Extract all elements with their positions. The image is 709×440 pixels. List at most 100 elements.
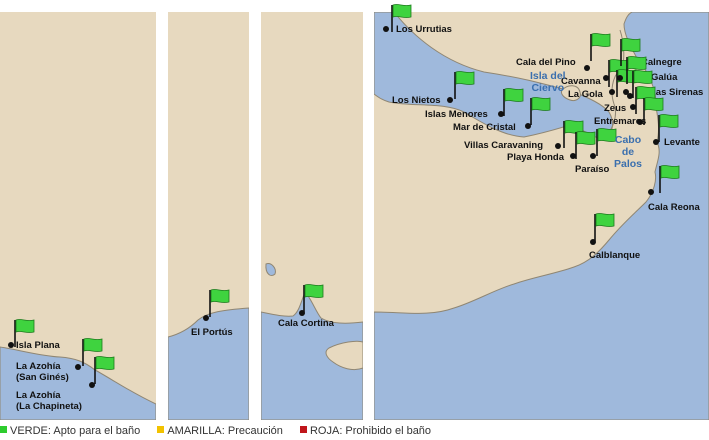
beach-label-la-azohia[interactable]: La Azohía(La Chapineta) bbox=[16, 390, 82, 412]
sea-cortina bbox=[261, 263, 363, 420]
beach-marker-los-urrutias[interactable] bbox=[383, 26, 389, 32]
beach-label-la-azohia[interactable]: La Azohía(San Ginés) bbox=[16, 361, 69, 383]
beach-name: La Azohía bbox=[16, 361, 61, 372]
legend-item-verde: VERDE: Apto para el baño bbox=[0, 425, 143, 437]
green-flag-icon[interactable] bbox=[641, 96, 665, 125]
beach-label-playa-honda[interactable]: Playa Honda bbox=[507, 152, 564, 163]
beach-name: Calnegre bbox=[641, 57, 682, 68]
beach-label-paraiso[interactable]: Paraíso bbox=[575, 164, 609, 175]
place-label-line: de bbox=[621, 146, 635, 158]
green-flag-icon[interactable] bbox=[207, 288, 231, 317]
beach-marker-los-nietos[interactable] bbox=[447, 97, 453, 103]
green-flag-icon[interactable] bbox=[588, 32, 612, 61]
beach-name: Las Sirenas bbox=[650, 87, 704, 98]
green-flag-icon[interactable] bbox=[389, 3, 413, 32]
green-flag-icon[interactable] bbox=[618, 37, 642, 66]
beach-subname: (La Chapineta) bbox=[16, 401, 82, 412]
green-flag-icon[interactable] bbox=[301, 283, 325, 312]
beach-label-isla-plana[interactable]: Isla Plana bbox=[16, 340, 60, 351]
green-flag-icon[interactable] bbox=[630, 69, 654, 98]
place-label-line: Palos bbox=[614, 158, 643, 170]
beach-label-cala-reona[interactable]: Cala Reona bbox=[648, 202, 700, 213]
beach-marker-entremares[interactable] bbox=[637, 119, 643, 125]
beach-marker-galua[interactable] bbox=[623, 89, 629, 95]
beach-marker-calnegre[interactable] bbox=[617, 75, 623, 81]
beach-marker-villas-caravaning[interactable] bbox=[555, 143, 561, 149]
map-panel-portus bbox=[168, 12, 249, 420]
beach-marker-la-gola[interactable] bbox=[609, 89, 615, 95]
beach-marker-paraiso[interactable] bbox=[590, 153, 596, 159]
green-flag-icon[interactable] bbox=[573, 130, 597, 159]
green-flag-icon[interactable] bbox=[92, 355, 116, 384]
beach-name: Cala del Pino bbox=[516, 57, 576, 68]
beach-name: Entremares bbox=[594, 116, 647, 127]
beach-marker-la-azohia[interactable] bbox=[75, 364, 81, 370]
beach-label-los-nietos[interactable]: Los Nietos bbox=[392, 95, 441, 106]
legend-item-roja: ROJA: Prohibido el baño bbox=[299, 425, 431, 437]
green-flag-icon[interactable] bbox=[452, 70, 476, 99]
beach-label-las-sirenas[interactable]: Las Sirenas bbox=[650, 87, 703, 98]
beach-label-cala-cortina[interactable]: Cala Cortina bbox=[278, 318, 334, 329]
beach-marker-mar-de-cristal[interactable] bbox=[525, 123, 531, 129]
beach-label-la-gola[interactable]: La Gola bbox=[568, 89, 603, 100]
legend-item-amarilla: AMARILLA: Precaución bbox=[157, 425, 286, 437]
beach-label-cala-del-pino[interactable]: Cala del Pino bbox=[516, 57, 576, 68]
green-flag-icon[interactable] bbox=[657, 164, 681, 193]
legend-swatch-amarilla bbox=[157, 426, 165, 433]
beach-marker-zeus[interactable] bbox=[630, 104, 636, 110]
map-panel-cortina bbox=[261, 12, 363, 420]
sea-west bbox=[0, 346, 156, 420]
green-flag-icon[interactable] bbox=[594, 127, 618, 156]
beach-name: Los Nietos bbox=[392, 95, 441, 106]
beach-label-los-urrutias[interactable]: Los Urrutias bbox=[396, 24, 452, 35]
green-flag-icon[interactable] bbox=[12, 318, 36, 347]
beach-name: Los Urrutias bbox=[396, 24, 452, 35]
beach-marker-cavanna[interactable] bbox=[603, 75, 609, 81]
beach-name: La Azohía bbox=[16, 390, 61, 401]
beach-label-cavanna[interactable]: Cavanna bbox=[561, 76, 601, 87]
beach-label-mar-de-cristal[interactable]: Mar de Cristal bbox=[453, 122, 516, 133]
beach-label-levante[interactable]: Levante bbox=[664, 137, 700, 148]
beach-marker-isla-plana[interactable] bbox=[8, 342, 14, 348]
beach-name: Playa Honda bbox=[507, 152, 565, 163]
beach-label-calblanque[interactable]: Calblanque bbox=[589, 250, 640, 261]
beach-marker-cala-del-pino[interactable] bbox=[584, 65, 590, 71]
beach-marker-cala-reona[interactable] bbox=[648, 189, 654, 195]
place-label-line: Ciervo bbox=[531, 82, 565, 94]
place-label-line: Isla del bbox=[530, 70, 566, 82]
beach-name: Mar de Cristal bbox=[453, 122, 516, 133]
legend-swatch-roja bbox=[299, 426, 307, 433]
beach-name: Zeus bbox=[604, 103, 627, 114]
beach-name: Paraíso bbox=[575, 164, 610, 175]
green-flag-icon[interactable] bbox=[624, 55, 648, 84]
green-flag-icon[interactable] bbox=[80, 337, 104, 366]
green-flag-icon[interactable] bbox=[561, 119, 585, 148]
beach-label-galua[interactable]: Galúa bbox=[651, 72, 677, 83]
beach-marker-calblanque[interactable] bbox=[590, 239, 596, 245]
beach-marker-islas-menores[interactable] bbox=[498, 111, 504, 117]
beach-label-zeus[interactable]: Zeus bbox=[604, 103, 626, 114]
beach-marker-la-azohia[interactable] bbox=[89, 382, 95, 388]
beach-name: Cala Reona bbox=[648, 202, 700, 213]
green-flag-icon[interactable] bbox=[528, 96, 552, 125]
beach-marker-playa-honda[interactable] bbox=[570, 153, 576, 159]
beach-marker-el-portus[interactable] bbox=[203, 315, 209, 321]
legend: VERDE: Apto para el baño AMARILLA: Preca… bbox=[0, 424, 431, 438]
beach-label-entremares[interactable]: Entremares bbox=[594, 116, 646, 127]
beach-marker-levante[interactable] bbox=[653, 139, 659, 145]
sea-portus bbox=[168, 307, 249, 420]
beach-label-el-portus[interactable]: El Portús bbox=[191, 327, 233, 338]
green-flag-icon[interactable] bbox=[592, 212, 616, 241]
beach-label-calnegre[interactable]: Calnegre bbox=[641, 57, 682, 68]
beach-name: Islas Menores bbox=[425, 109, 488, 120]
beach-label-islas-menores[interactable]: Islas Menores bbox=[425, 109, 488, 120]
beach-name: Isla Plana bbox=[16, 340, 60, 351]
beach-label-villas-caravaning[interactable]: Villas Caravaning bbox=[464, 140, 543, 151]
green-flag-icon[interactable] bbox=[501, 87, 525, 116]
beach-marker-cala-cortina[interactable] bbox=[299, 310, 305, 316]
place-label-line: Cabo bbox=[614, 134, 642, 146]
beach-marker-las-sirenas[interactable] bbox=[627, 93, 633, 99]
green-flag-icon[interactable] bbox=[656, 113, 680, 142]
